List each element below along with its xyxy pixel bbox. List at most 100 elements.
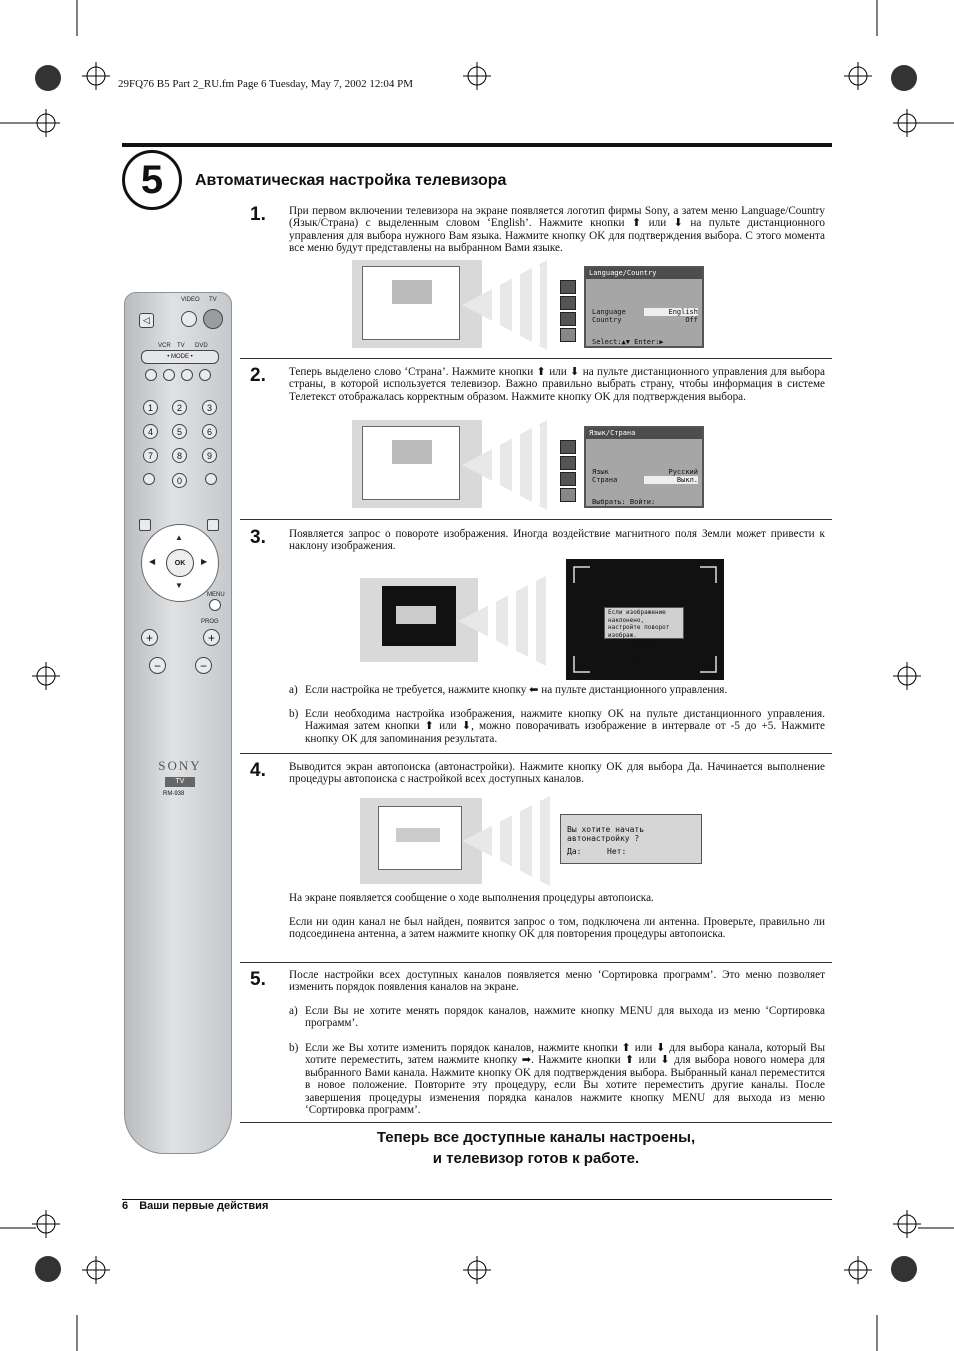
- sub-a-label: a): [289, 1005, 298, 1017]
- color-wheel-marks: [35, 65, 917, 1282]
- autotune-question: Вы хотите начать автонастройку ?: [567, 825, 645, 843]
- menu-label: MENU: [207, 592, 225, 598]
- zoom-beam-4: [462, 796, 550, 886]
- digit-5-button: 5: [172, 424, 187, 439]
- digit-6-button: 6: [202, 424, 217, 439]
- zoom-beam-1: [462, 260, 547, 350]
- text-mix-icon: [163, 369, 175, 381]
- navigation-ring: [141, 524, 219, 602]
- osd-row2-label: Страна: [592, 476, 618, 484]
- osd-row2-label: Country: [592, 316, 622, 324]
- digit-9-button: 9: [202, 448, 217, 463]
- program-up-button: +: [203, 629, 220, 646]
- osd-row2-value: Off: [685, 316, 698, 324]
- step-5-text: После настройки всех доступных каналов п…: [289, 969, 825, 994]
- step-divider-3: [240, 753, 832, 754]
- setup-menu-icon: [560, 328, 576, 342]
- autotune-yes: Да:: [567, 847, 582, 856]
- dvd-label: DVD: [195, 343, 208, 349]
- screen-icon: [139, 519, 151, 531]
- sound-menu-icon: [560, 296, 576, 310]
- step-divider-5: [240, 1122, 832, 1123]
- language-country-osd: Language/Country Language English Countr…: [584, 266, 704, 348]
- video-label: VIDEO: [181, 297, 200, 303]
- arrow-right-icon: ▶: [201, 557, 208, 566]
- osd-footer: Select:▲▼ Enter:▶: [592, 338, 664, 346]
- osd-row1-value: English: [644, 308, 698, 316]
- info-icon: [143, 473, 155, 485]
- tv-illustration-3: [360, 578, 478, 662]
- ok-button: OK: [166, 549, 194, 577]
- mode-selector: • MODE •: [141, 350, 219, 364]
- step-4-number: 4.: [250, 760, 266, 781]
- sub-b-text: Если же Вы хотите изменить порядок канал…: [305, 1042, 825, 1117]
- osd-row2-value: Выкл.: [644, 476, 698, 484]
- osd-row1-label: Language: [592, 308, 626, 316]
- step-3-text: Появляется запрос о повороте изображения…: [289, 528, 825, 553]
- page-number: 6: [122, 1200, 129, 1212]
- osd-footer: Выбрать: Войти:: [592, 498, 656, 506]
- setup-menu-icon: [560, 488, 576, 502]
- footer-section: Ваши первые действия: [139, 1200, 269, 1212]
- step-4-after-1: На экране появляется сообщение о ходе вы…: [289, 892, 654, 904]
- file-info-header: 29FQ76 B5 Part 2_RU.fm Page 6 Tuesday, M…: [118, 78, 414, 90]
- footer-rule: [122, 1199, 832, 1200]
- arrow-down-icon: ▼: [175, 581, 183, 590]
- step-4-after-2: Если ни один канал не был найден, появит…: [289, 916, 825, 941]
- osd-title: Язык/Страна: [586, 428, 702, 439]
- rotation-line3: Нет необходимости: ⬅: [608, 639, 674, 654]
- digit-7-button: 7: [143, 448, 158, 463]
- digit-2-button: 2: [172, 400, 187, 415]
- section-number: 5: [140, 157, 164, 202]
- sub-a-label: a): [289, 684, 298, 696]
- picture-menu-icon: [560, 440, 576, 454]
- digit-4-button: 4: [143, 424, 158, 439]
- prog-label: PROG: [201, 619, 219, 625]
- completion-line1: Теперь все доступные каналы настроены,: [376, 1129, 696, 1146]
- tv-power-label: TV: [209, 297, 217, 303]
- sound-menu-icon: [560, 456, 576, 470]
- arrow-up-icon: ▲: [175, 533, 183, 542]
- completion-message: Теперь все доступные каналы настроены, и…: [240, 1127, 832, 1169]
- crosshair-mark-tl: [32, 62, 921, 1284]
- sub-a-text: Если Вы не хотите менять порядок каналов…: [305, 1005, 825, 1030]
- sub-b-label: b): [289, 708, 299, 720]
- features-menu-icon: [560, 472, 576, 486]
- tv-mode-label: TV: [177, 343, 185, 349]
- sub-b-label: b): [289, 1042, 299, 1054]
- menu-button: [209, 599, 221, 611]
- model-number: RM-938: [163, 791, 185, 797]
- step-5-sub-b: b) Если же Вы хотите изменить порядок ка…: [289, 1042, 825, 1116]
- program-down-button: −: [195, 657, 212, 674]
- completion-line2: и телевизор готов к работе.: [432, 1150, 640, 1167]
- arrow-left-icon: ◀: [149, 557, 156, 566]
- tv-illustration-4: [360, 798, 482, 884]
- tv-guide-icon: [207, 519, 219, 531]
- digit-1-button: 1: [143, 400, 158, 415]
- step-2-text: Теперь выделено слово ‘Страна’. Нажмите …: [289, 366, 825, 403]
- step-5-sub-a: a) Если Вы не хотите менять порядок кана…: [289, 1005, 825, 1030]
- tv-power-button: [203, 309, 223, 329]
- digit-3-button: 3: [202, 400, 217, 415]
- autotune-no: Нет:: [607, 847, 627, 856]
- remote-control-illustration: VIDEO TV ◁ VCR TV DVD • MODE • 1 2 3 4 5…: [124, 292, 232, 1154]
- rotation-osd-screen: Если изображение наклонено, настройте по…: [566, 559, 724, 680]
- step-3-sub-b: b) Если необходима настройка изображения…: [289, 708, 825, 745]
- language-country-osd-ru: Язык/Страна Язык Русский Страна Выкл. Вы…: [584, 426, 704, 508]
- digit-0-button: 0: [172, 473, 187, 488]
- step-3-number: 3.: [250, 527, 266, 548]
- digit-8-button: 8: [172, 448, 187, 463]
- osd-row1-label: Язык: [592, 468, 609, 476]
- rotation-line1: Если изображение наклонено,: [608, 609, 666, 624]
- teletext-icon: [145, 369, 157, 381]
- step-1-number: 1.: [250, 204, 266, 225]
- sony-logo: SONY: [158, 758, 202, 773]
- page-footer: 6 Ваши первые действия: [122, 1200, 268, 1212]
- step-4-text: Выводится экран автопоиска (автонастройк…: [289, 761, 825, 786]
- autotune-dialog: Вы хотите начать автонастройку ? Да: Нет…: [560, 814, 702, 864]
- rotation-line2: настройте поворот изображ.: [608, 624, 670, 639]
- sub-a-text: Если настройка не требуется, нажмите кно…: [305, 684, 728, 696]
- vcr-label: VCR: [158, 343, 171, 349]
- tv-badge: TV: [165, 777, 195, 787]
